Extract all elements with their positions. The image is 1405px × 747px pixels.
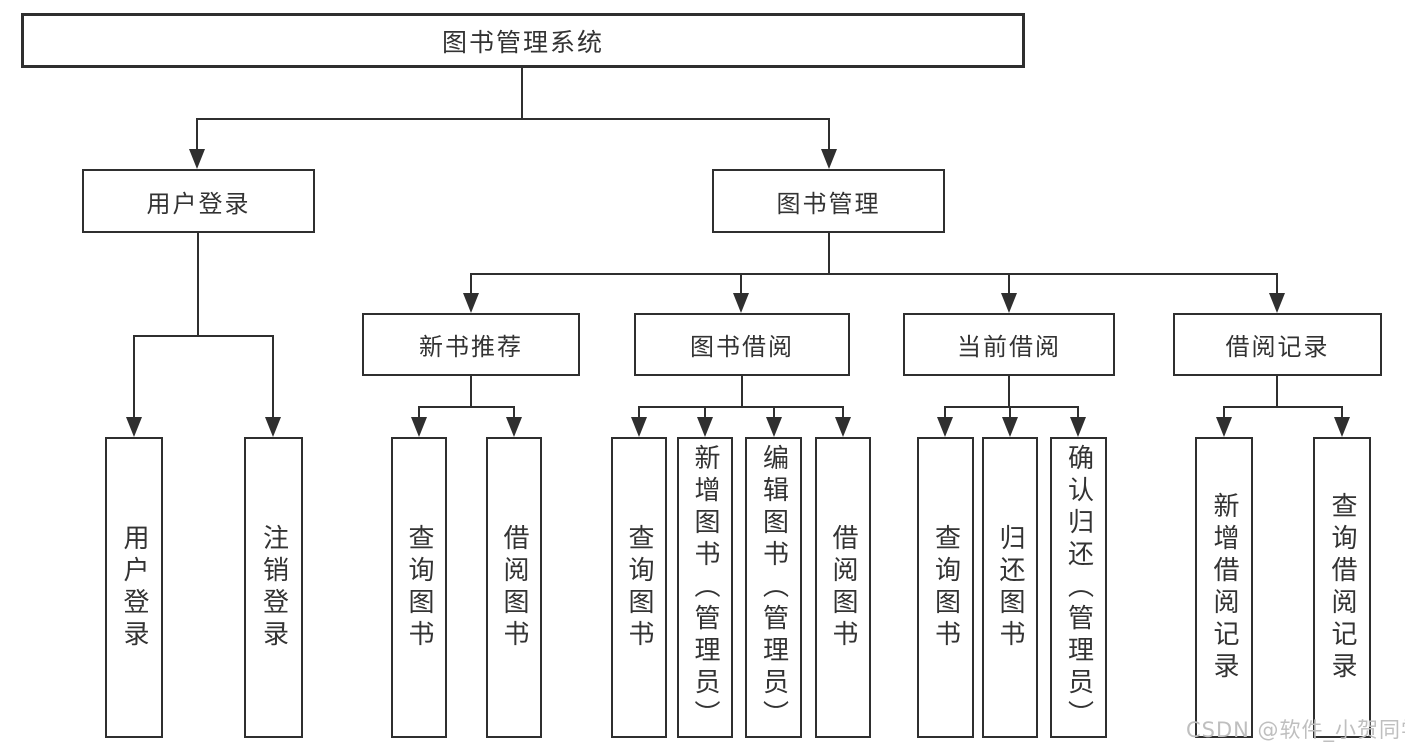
connector-to-borrowing-records (1276, 273, 1278, 297)
arrowhead-leaf (937, 417, 953, 437)
arrowhead-leaf (697, 417, 713, 437)
connector-leaf (1009, 406, 1011, 420)
watermark: CSDN @软件_小贺同学 (1186, 718, 1405, 742)
leaf-borrow-books-recommend: 借阅图书 (486, 437, 542, 738)
connector-leaf (418, 406, 420, 420)
connector-user-login-split (133, 335, 274, 337)
leaf-label: 新增借阅记录 (1209, 491, 1239, 684)
leaf-label: 新增图书（管理员） (690, 443, 720, 732)
leaf-logout: 注销登录 (244, 437, 303, 738)
leaf-label: 查询图书 (930, 523, 961, 652)
arrowhead-new-book (463, 293, 479, 313)
leaf-label: 归还图书 (995, 523, 1025, 652)
connector-leaf (773, 406, 775, 420)
connector-book-management-trunk (828, 233, 830, 275)
leaf-query-borrow-record: 查询借阅记录 (1313, 437, 1371, 738)
connector-leaf (704, 406, 706, 420)
connector-current-borrowing-split (944, 406, 1079, 408)
connector-leaf (1341, 406, 1343, 420)
leaf-edit-book-admin: 编辑图书（管理员） (745, 437, 802, 738)
connector-to-book-borrowing (740, 273, 742, 297)
leaf-label: 编辑图书（管理员） (758, 443, 789, 732)
leaf-label: 确认归还（管理员） (1063, 443, 1094, 732)
leaf-label: 借阅图书 (499, 523, 529, 652)
leaf-label: 借阅图书 (828, 523, 858, 652)
node-book-borrowing: 图书借阅 (634, 313, 850, 376)
arrowhead-leaf (411, 417, 427, 437)
leaf-add-book-admin: 新增图书（管理员） (677, 437, 733, 738)
arrowhead-leaf-user-login (126, 417, 142, 437)
arrowhead-book-management (821, 149, 837, 169)
leaf-query-books-current: 查询图书 (917, 437, 974, 738)
leaf-return-book: 归还图书 (982, 437, 1038, 738)
connector-to-current-borrowing (1008, 273, 1010, 297)
connector-root-trunk (521, 68, 523, 120)
connector-root-split (196, 118, 830, 120)
node-borrowing-records: 借阅记录 (1173, 313, 1382, 376)
arrowhead-leaf (631, 417, 647, 437)
connector-book-borrowing-split (638, 406, 844, 408)
arrowhead-user-login (189, 149, 205, 169)
connector-to-user-login (196, 118, 198, 154)
arrowhead-leaf (506, 417, 522, 437)
arrowhead-leaf (1334, 417, 1350, 437)
connector-to-leaf-logout (272, 335, 274, 421)
connector-borrowing-records-trunk (1276, 376, 1278, 407)
arrowhead-leaf (766, 417, 782, 437)
connector-to-book-management (828, 118, 830, 154)
leaf-query-books-borrowing: 查询图书 (611, 437, 667, 738)
connector-new-book-split (418, 406, 515, 408)
arrowhead-leaf-logout (265, 417, 281, 437)
leaf-label: 查询图书 (624, 523, 654, 652)
connector-to-leaf-user-login (133, 335, 135, 421)
leaf-borrow-books-borrowing: 借阅图书 (815, 437, 871, 738)
leaf-query-books-recommend: 查询图书 (391, 437, 447, 738)
arrowhead-leaf (1216, 417, 1232, 437)
connector-leaf (513, 406, 515, 420)
arrowhead-current-borrowing (1001, 293, 1017, 313)
connector-leaf (638, 406, 640, 420)
connector-to-new-book (470, 273, 472, 297)
arrowhead-leaf (1002, 417, 1018, 437)
connector-new-book-trunk (470, 375, 472, 408)
connector-borrowing-records-split (1223, 406, 1343, 408)
connector-book-management-split (470, 273, 1278, 275)
leaf-user-login: 用户登录 (105, 437, 163, 738)
connector-leaf (1223, 406, 1225, 420)
arrowhead-book-borrowing (733, 293, 749, 313)
leaf-add-borrow-record: 新增借阅记录 (1195, 437, 1253, 738)
leaf-confirm-return-admin: 确认归还（管理员） (1050, 437, 1107, 738)
connector-leaf (842, 406, 844, 420)
node-book-management: 图书管理 (712, 169, 945, 233)
node-user-login: 用户登录 (82, 169, 315, 233)
arrowhead-leaf (835, 417, 851, 437)
leaf-label: 用户登录 (119, 523, 149, 652)
connector-book-borrowing-trunk (741, 376, 743, 407)
node-current-borrowing: 当前借阅 (903, 313, 1115, 376)
leaf-label: 注销登录 (258, 523, 289, 652)
connector-user-login-trunk (197, 233, 199, 337)
leaf-label: 查询图书 (404, 523, 434, 652)
leaf-label: 查询借阅记录 (1327, 491, 1357, 684)
node-library-management-system: 图书管理系统 (21, 13, 1025, 68)
connector-current-borrowing-trunk (1008, 376, 1010, 407)
connector-leaf (1077, 406, 1079, 420)
arrowhead-leaf (1070, 417, 1086, 437)
node-new-book-recommendation: 新书推荐 (362, 313, 580, 376)
connector-leaf (944, 406, 946, 420)
arrowhead-borrowing-records (1269, 293, 1285, 313)
